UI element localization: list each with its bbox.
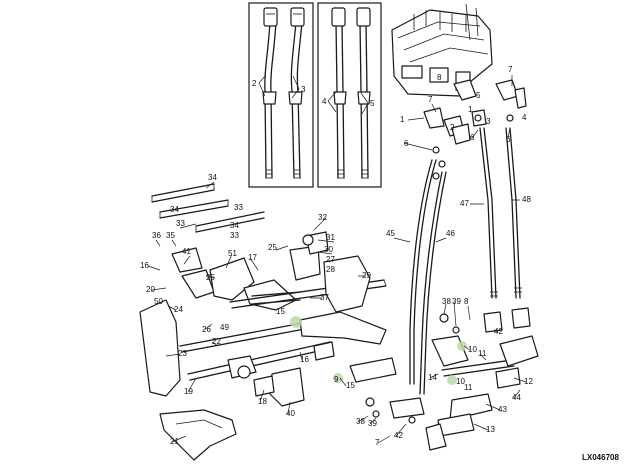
callout-43: 43 <box>498 405 507 414</box>
callout-4: 4 <box>522 113 527 122</box>
callout-13: 13 <box>486 425 495 434</box>
callout-36: 36 <box>152 231 161 240</box>
inset-left-label-3: 3 <box>301 85 306 94</box>
callout-18: 18 <box>258 397 267 406</box>
callout-47: 47 <box>460 199 469 208</box>
inset-left-label-2: 2 <box>252 79 257 88</box>
callout-45: 45 <box>386 229 395 238</box>
callout-labels: 1 1 2 3 4 5 6 6 6 7 7 7 8 8 9 10 10 11 1… <box>140 65 533 447</box>
callout-42b: 42 <box>394 431 403 440</box>
callout-11: 11 <box>478 349 487 358</box>
callout-8: 8 <box>464 297 469 306</box>
callout-35: 35 <box>166 231 175 240</box>
callout-17: 17 <box>248 253 257 262</box>
drawing-code: LX046708 <box>582 453 619 462</box>
callout-12: 12 <box>524 377 533 386</box>
inset-right-label-5: 5 <box>370 99 375 108</box>
callout-27: 27 <box>326 255 335 264</box>
callout-37: 37 <box>320 293 329 302</box>
control-rods <box>409 127 522 395</box>
callout-30: 30 <box>324 245 333 254</box>
inset-right: 4 5 <box>317 2 382 188</box>
callout-6c: 6 <box>506 135 511 144</box>
highlight-2 <box>333 373 343 383</box>
clevis-group-top <box>423 79 527 180</box>
callout-38b: 38 <box>356 417 365 426</box>
callout-33b: 33 <box>234 203 243 212</box>
callout-48: 48 <box>522 195 531 204</box>
callout-10: 10 <box>468 345 477 354</box>
callout-20: 20 <box>146 285 155 294</box>
callout-40: 40 <box>286 409 295 418</box>
callout-15b: 15 <box>276 307 285 316</box>
callout-33: 33 <box>176 219 185 228</box>
callout-7: 7 <box>508 65 513 74</box>
callout-41: 41 <box>182 247 191 256</box>
callout-49: 49 <box>220 323 229 332</box>
callout-1b: 1 <box>468 105 473 114</box>
highlight-3 <box>457 341 467 351</box>
callout-50: 50 <box>154 297 163 306</box>
callout-26: 26 <box>202 325 211 334</box>
callout-7c: 7 <box>375 438 380 447</box>
callout-15: 15 <box>346 381 355 390</box>
callout-1: 1 <box>400 115 405 124</box>
callout-16b: 16 <box>300 355 309 364</box>
callout-38: 38 <box>442 297 451 306</box>
callout-5: 5 <box>476 91 481 100</box>
highlight-1 <box>290 316 302 328</box>
callout-7b: 7 <box>428 95 433 104</box>
callout-22: 22 <box>212 337 221 346</box>
callout-32: 32 <box>318 213 327 222</box>
callout-39b: 39 <box>368 419 377 428</box>
callout-51: 51 <box>228 249 237 258</box>
callout-42: 42 <box>494 327 503 336</box>
callout-29: 29 <box>362 271 371 280</box>
callout-23: 23 <box>178 349 187 358</box>
highlight-4 <box>447 375 457 385</box>
shift-rail-assembly <box>139 183 397 461</box>
callout-34c: 34 <box>230 221 239 230</box>
valve-housing <box>391 3 493 97</box>
callout-39: 39 <box>452 297 461 306</box>
leader-lines <box>147 75 527 444</box>
callout-2: 2 <box>450 123 455 132</box>
inset-right-label-4: 4 <box>322 97 327 106</box>
callout-16: 16 <box>140 261 149 270</box>
inset-left-labels: 2 3 <box>252 74 306 99</box>
callout-25b: 25 <box>268 243 277 252</box>
highlight-marks <box>290 316 467 385</box>
callout-21: 21 <box>170 437 179 446</box>
callout-14: 14 <box>428 373 437 382</box>
callout-19: 19 <box>184 387 193 396</box>
callout-34b: 34 <box>170 205 179 214</box>
callout-3: 3 <box>486 117 491 126</box>
callout-11b: 11 <box>464 383 473 392</box>
callout-34: 34 <box>208 173 217 182</box>
callout-46: 46 <box>446 229 455 238</box>
callout-33c: 33 <box>230 231 239 240</box>
callout-28: 28 <box>326 265 335 274</box>
callout-10b: 10 <box>456 377 465 386</box>
callout-9: 9 <box>334 375 339 384</box>
callout-8b: 8 <box>437 73 442 82</box>
callout-31: 31 <box>326 233 335 242</box>
lever-assembly <box>365 307 539 451</box>
callout-44: 44 <box>512 393 521 402</box>
callout-24: 24 <box>174 305 183 314</box>
inset-left: 2 3 <box>248 2 314 188</box>
